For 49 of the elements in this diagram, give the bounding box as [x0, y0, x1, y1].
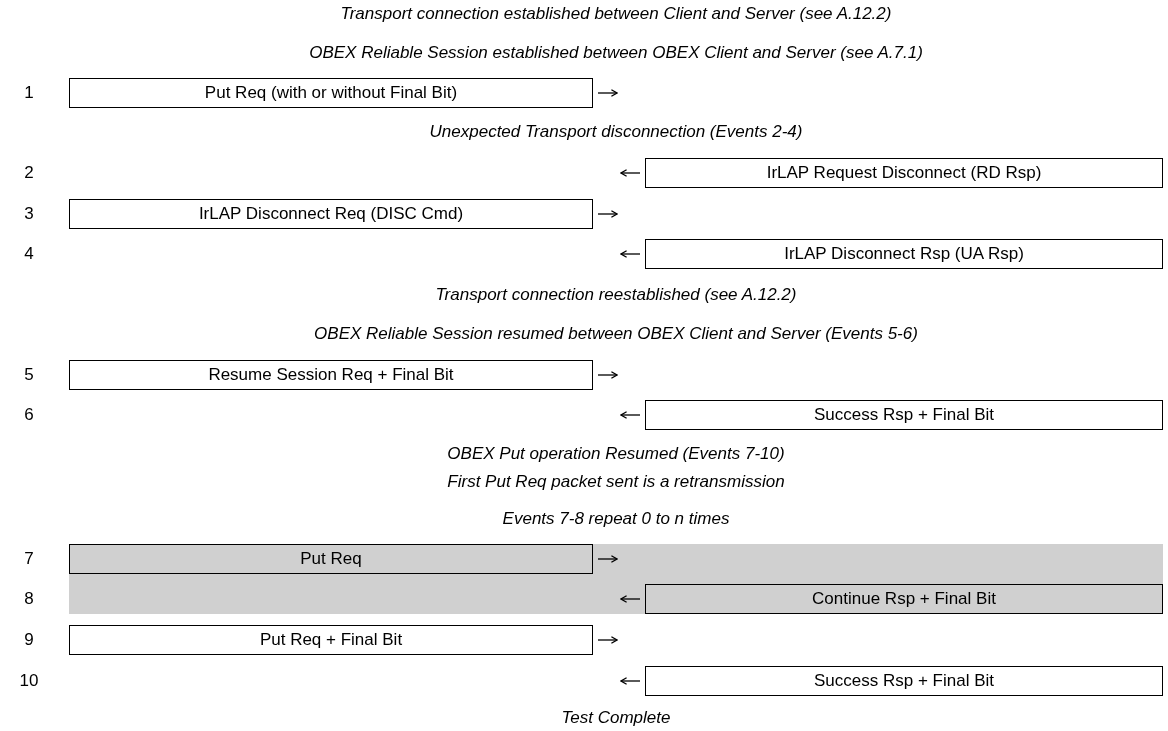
message-text: IrLAP Disconnect Rsp (UA Rsp)	[784, 243, 1024, 265]
message-box	[645, 158, 1163, 188]
step-note: OBEX Reliable Session established between OBEX Client and Server (see A.7.1)	[309, 42, 923, 65]
message-text: Put Req	[300, 548, 362, 570]
message-text: Success Rsp + Final Bit	[814, 404, 994, 426]
message-box	[69, 544, 593, 574]
message-text: Success Rsp + Final Bit	[814, 670, 994, 692]
arrow	[597, 89, 618, 97]
event-number: 4	[24, 243, 34, 266]
arrow	[620, 677, 641, 685]
message-box	[69, 625, 593, 655]
message-text: Resume Session Req + Final Bit	[208, 364, 454, 386]
event-number: 6	[24, 404, 34, 427]
arrow	[597, 555, 618, 563]
message-text: IrLAP Disconnect Req (DISC Cmd)	[198, 203, 464, 225]
message-text: Put Req + Final Bit	[259, 629, 403, 651]
step-note: Events 7-8 repeat 0 to n times	[502, 508, 730, 531]
step-note: First Put Req packet sent is a retransmission	[447, 471, 785, 494]
step-note: Transport connection established between Client and Server (see A.12.2)	[340, 3, 892, 26]
step-note: OBEX Put operation Resumed (Events 7-10)	[447, 443, 785, 466]
step-note: OBEX Reliable Session resumed between OBEX Client and Server (Events 5-6)	[314, 323, 918, 346]
event-number: 2	[24, 162, 34, 185]
message-text: Put Req (with or without Final Bit)	[204, 82, 458, 104]
message-box	[645, 239, 1163, 269]
step-note: Test Complete	[561, 707, 671, 730]
message-box	[645, 666, 1163, 696]
message-box	[69, 78, 593, 108]
arrow	[597, 371, 618, 379]
arrow	[620, 411, 641, 419]
arrow	[597, 210, 618, 218]
event-number: 8	[24, 588, 34, 611]
arrow	[620, 169, 641, 177]
message-text: Continue Rsp + Final Bit	[812, 588, 996, 610]
event-number: 7	[24, 548, 34, 571]
message-text: IrLAP Request Disconnect (RD Rsp)	[766, 162, 1042, 184]
arrow	[620, 595, 641, 603]
arrow	[597, 636, 618, 644]
arrow	[620, 250, 641, 258]
event-number: 3	[24, 203, 34, 226]
message-box	[645, 400, 1163, 430]
event-number: 5	[24, 364, 34, 387]
message-box	[645, 584, 1163, 614]
event-number: 9	[24, 629, 34, 652]
step-note: Unexpected Transport disconnection (Events 2-4)	[429, 121, 803, 144]
event-number: 1	[24, 82, 34, 105]
event-number: 10	[19, 670, 39, 693]
message-box	[69, 360, 593, 390]
step-note: Transport connection reestablished (see A.12.2)	[435, 284, 797, 307]
message-box	[69, 199, 593, 229]
